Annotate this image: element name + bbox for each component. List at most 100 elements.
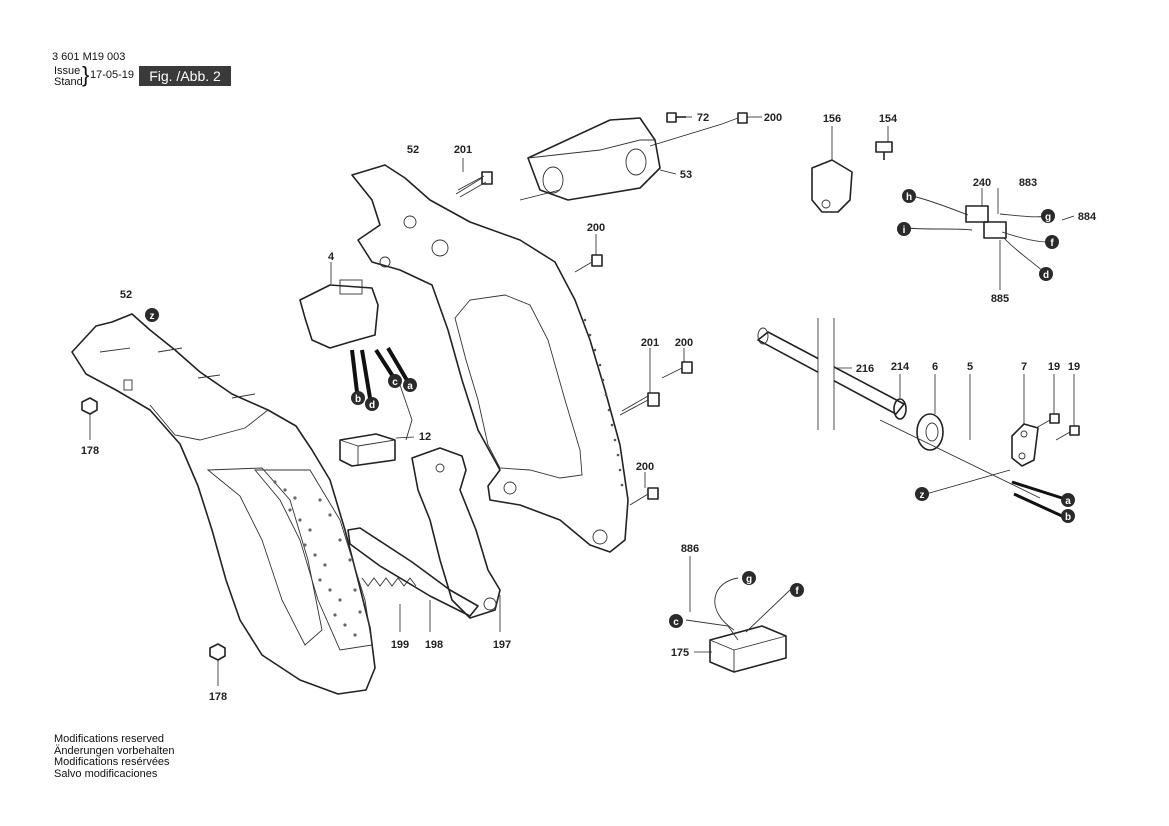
label-216: 216 (856, 363, 874, 375)
marker-d-1: d (365, 397, 379, 411)
label-198: 198 (425, 639, 443, 651)
marker-a-1: a (403, 378, 417, 392)
label-197: 197 (493, 639, 511, 651)
label-201-side: 201 (641, 337, 659, 349)
label-200-low: 200 (636, 461, 654, 473)
marker-c-1: c (388, 374, 402, 388)
screw-200-low (629, 472, 659, 506)
marker-f-4: f (790, 583, 804, 597)
svg-text:z: z (150, 311, 155, 322)
wires-ab (925, 469, 1063, 518)
grip-dot-pattern (273, 480, 362, 637)
marker-z-2: z (915, 487, 929, 501)
label-201-top: 201 (454, 144, 472, 156)
label-200-top: 200 (764, 112, 782, 124)
marker-d-2: d (1039, 267, 1053, 281)
note-de: Änderungen vorbehalten (54, 744, 175, 757)
label-214: 214 (891, 361, 910, 373)
svg-text:g: g (1045, 212, 1051, 223)
clamp-156 (811, 126, 853, 213)
slide-198 (347, 527, 479, 632)
plate-7 (1011, 374, 1039, 467)
label-200-side: 200 (675, 337, 693, 349)
label-884: 884 (1078, 211, 1097, 223)
connector-240 (905, 188, 1075, 290)
tube-214 (893, 374, 907, 420)
marker-c-4: c (669, 614, 683, 628)
svg-text:h: h (906, 192, 912, 203)
svg-text:c: c (392, 377, 398, 388)
marker-a-3: a (1061, 493, 1075, 507)
marker-i-2: i (897, 222, 911, 236)
svg-text:d: d (369, 400, 375, 411)
label-883: 883 (1019, 177, 1037, 189)
label-19-b: 19 (1068, 361, 1080, 373)
screw-201-side (619, 348, 660, 416)
label-6: 6 (932, 361, 938, 373)
wire-5 (879, 374, 1041, 499)
nut-178-upper (81, 397, 98, 440)
lever-197 (411, 447, 501, 632)
label-178-lower: 178 (209, 691, 227, 703)
handle-half-right (351, 164, 629, 553)
label-178-upper: 178 (81, 445, 99, 457)
svg-text:a: a (1065, 496, 1071, 507)
washer-6 (916, 374, 944, 451)
svg-text:b: b (1065, 512, 1071, 523)
shaft-216 (757, 318, 905, 430)
stand-label: Stand (54, 76, 83, 88)
svg-text:b: b (355, 394, 361, 405)
screws-19 (1035, 374, 1080, 441)
label-885: 885 (991, 293, 1009, 305)
svg-text:z: z (920, 490, 925, 501)
label-52-left: 52 (120, 289, 132, 301)
marker-z-1: z (145, 308, 159, 322)
label-4: 4 (328, 251, 335, 263)
nut-178-lower (209, 643, 226, 686)
document-number: 3 601 M19 003 (52, 51, 126, 63)
note-es: Salvo modificaciones (54, 767, 158, 780)
screw-201-top (455, 158, 493, 198)
svg-text:a: a (407, 381, 413, 392)
label-886: 886 (681, 543, 699, 555)
svg-text:d: d (1043, 270, 1049, 281)
label-240: 240 (973, 177, 991, 189)
label-7: 7 (1021, 361, 1027, 373)
block-12 (339, 433, 415, 467)
screw-200-mid (574, 234, 603, 273)
svg-text:i: i (903, 225, 906, 236)
screw-200-side (661, 348, 693, 379)
label-72: 72 (697, 112, 709, 124)
label-5: 5 (967, 361, 973, 373)
perforation-pattern (583, 318, 624, 487)
label-175: 175 (671, 647, 689, 659)
side-cover-53 (519, 117, 677, 201)
marker-g-2: g (1041, 209, 1055, 223)
note-en: Modifications reserved (54, 733, 165, 745)
marker-h-2: h (902, 189, 916, 203)
brace-symbol: } (82, 62, 90, 87)
note-fr: Modifications resérvées (54, 756, 170, 768)
screw-154 (875, 126, 893, 160)
issue-label: Issue (54, 65, 81, 77)
marker-b-3: b (1061, 509, 1075, 523)
switch-4 (299, 262, 413, 441)
figure-label: Fig. /Abb. 2 (139, 66, 231, 86)
terminal-block-175 (685, 556, 791, 673)
svg-text:g: g (746, 574, 752, 585)
label-154: 154 (879, 113, 898, 125)
label-200-mid: 200 (587, 222, 605, 234)
label-53: 53 (680, 169, 692, 181)
spring-199 (361, 577, 417, 632)
label-156: 156 (823, 113, 841, 125)
modification-notes: Modifications reserved Änderungen vorbeh… (54, 733, 175, 780)
svg-text:f: f (1050, 238, 1054, 249)
screw-200-top (649, 112, 762, 147)
marker-f-2: f (1045, 235, 1059, 249)
label-52-top: 52 (407, 144, 419, 156)
marker-b-1: b (351, 391, 365, 405)
handle-half-left (71, 313, 376, 695)
issue-date: 17-05-19 (90, 69, 135, 81)
